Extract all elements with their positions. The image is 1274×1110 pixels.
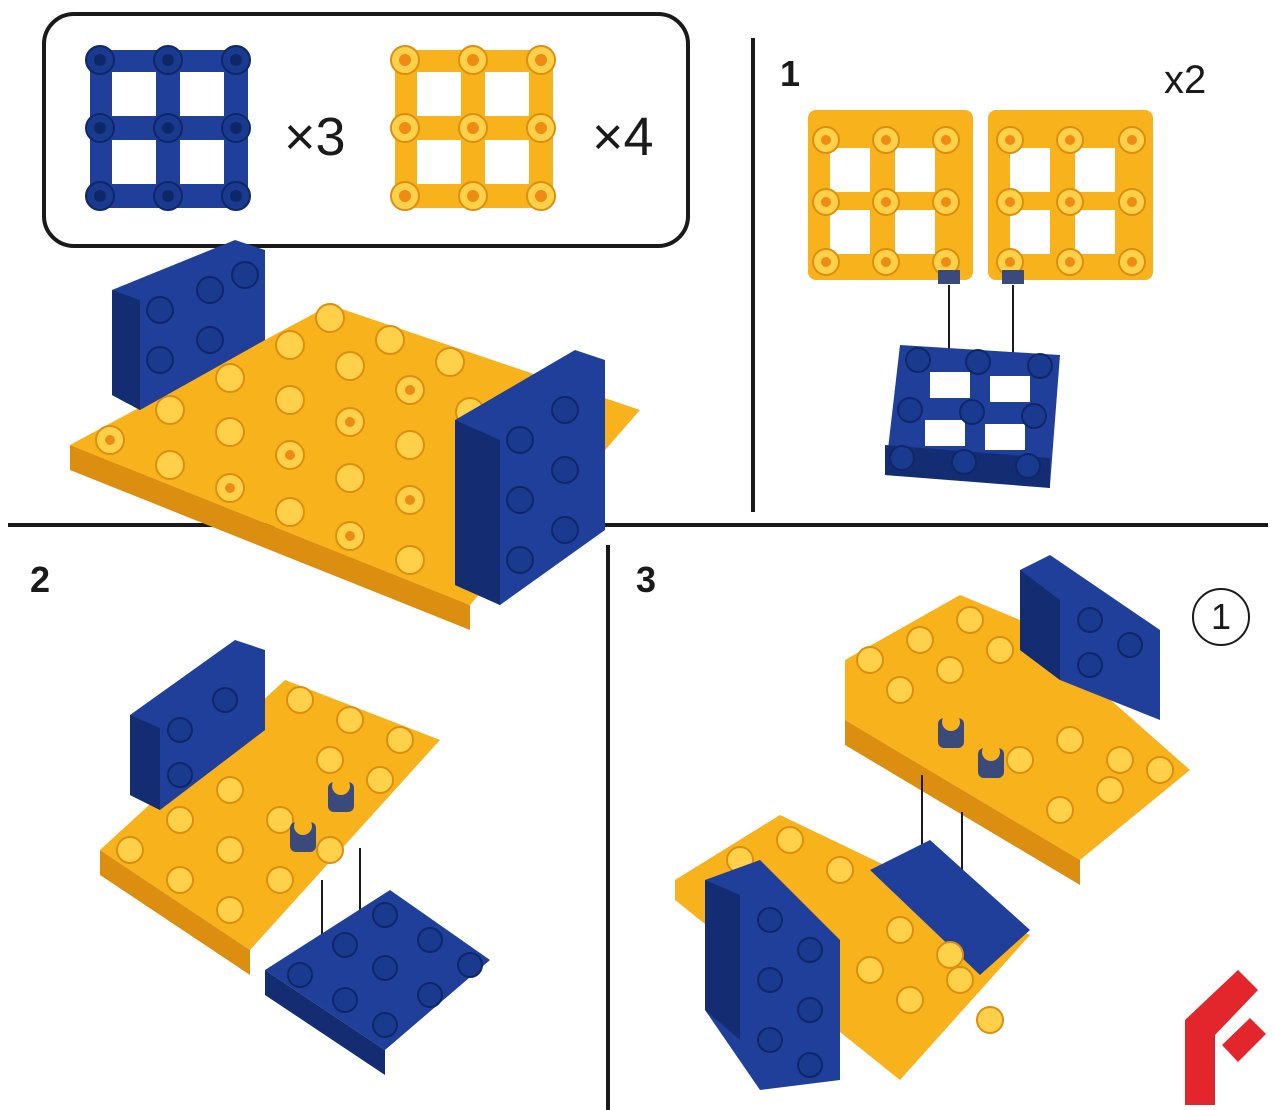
step-2-number: 2 (30, 559, 51, 600)
step-1-number: 1 (780, 53, 801, 94)
yellow-part-quantity: ×4 (592, 107, 654, 167)
step-3-reference-number: 1 (1210, 596, 1232, 637)
step-3-reference-badge: 1 (1192, 588, 1250, 646)
step-3-number: 3 (636, 559, 657, 600)
parts-box (42, 12, 690, 248)
step-1-multiplier: x2 (1164, 58, 1207, 102)
blue-part-quantity: ×3 (284, 107, 346, 167)
